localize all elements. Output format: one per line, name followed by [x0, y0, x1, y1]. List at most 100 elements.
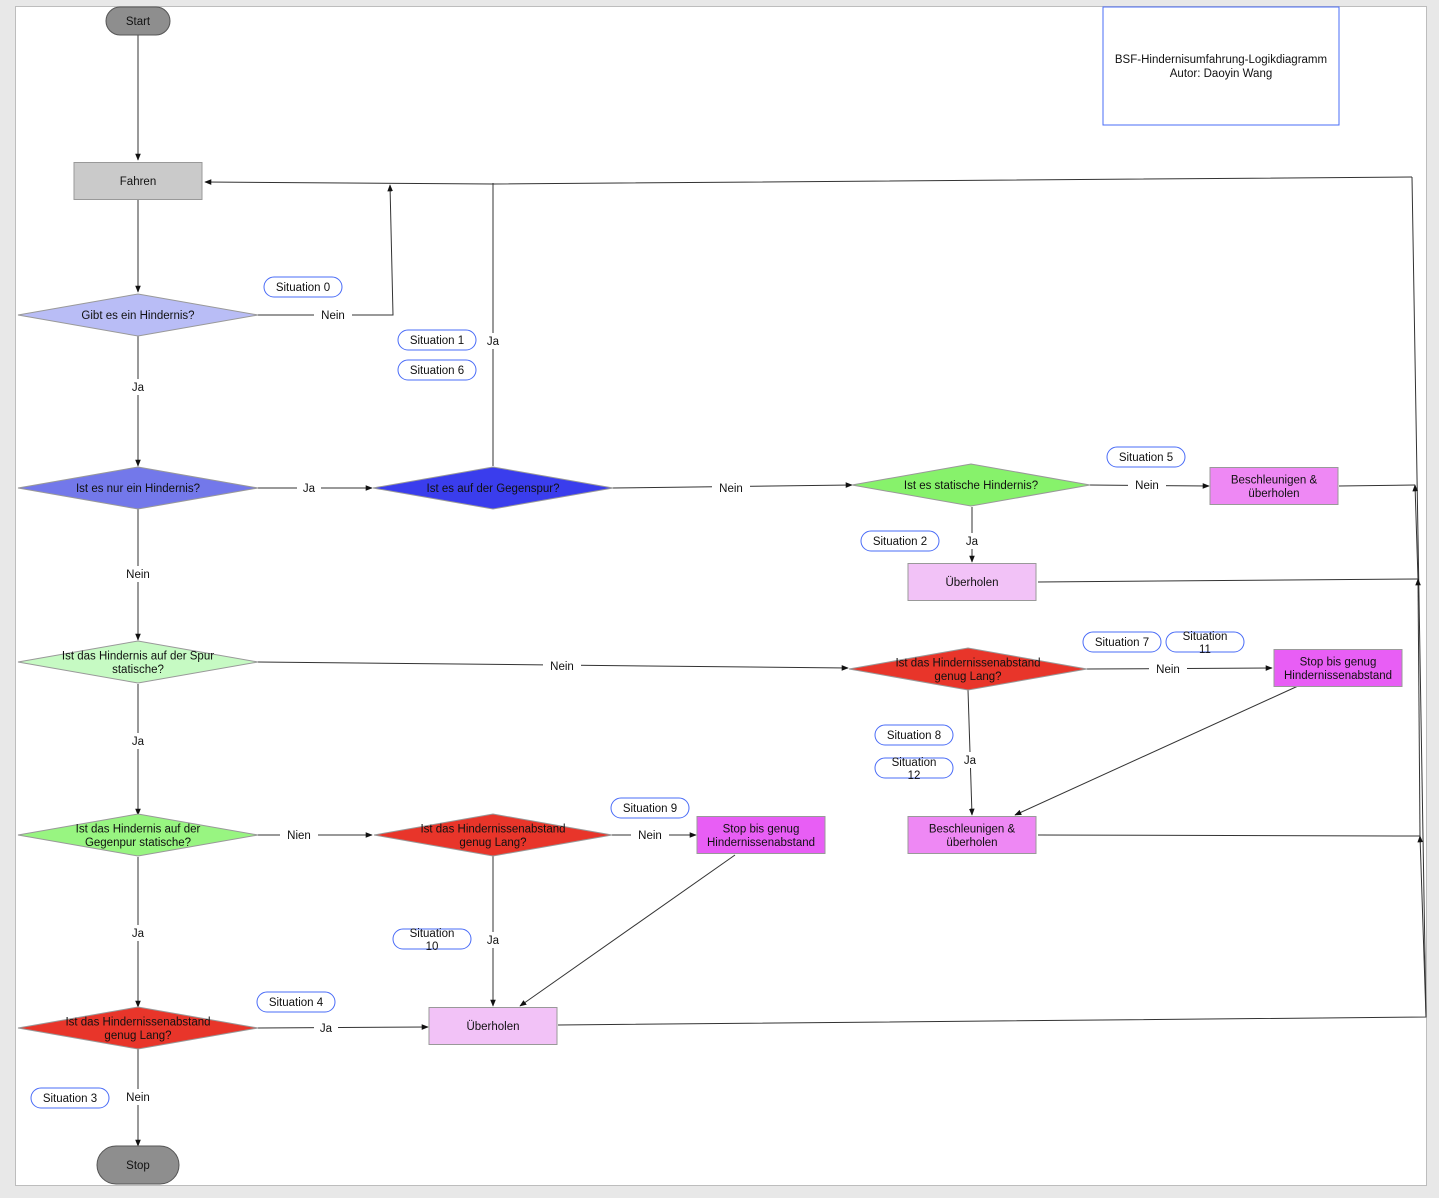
decision-gegenspur-statisch-label-line: Ist das Hindernis auf der: [76, 823, 201, 835]
start-node-shape: [105, 6, 171, 36]
decision-gegenspur-statisch-label-line: Gegenpur statische?: [85, 837, 191, 849]
situation-badge-4-line: Situation 4: [269, 997, 324, 1009]
stop-node[interactable]: Stop: [96, 1145, 180, 1185]
edge-return-arrow-1: [1412, 484, 1419, 580]
decision-gibt-es-hindernis-label-line: Gibt es ein Hindernis?: [81, 310, 194, 322]
edge-label-text: Ja: [132, 382, 145, 394]
situation-badge-3-line: Situation 3: [43, 1093, 97, 1105]
situation-badge-5: Situation 5: [1106, 446, 1186, 468]
edge-label-text: Nein: [126, 1092, 150, 1104]
edge-beschl2-out: [1037, 834, 1421, 837]
process-fahren[interactable]: Fahren: [73, 162, 203, 200]
decision-gibt-es-hindernis[interactable]: Gibt es ein Hindernis?: [17, 293, 259, 337]
title-line: BSF-Hindernisumfahrung-Logikdiagramm: [1115, 54, 1327, 66]
decision-statische-hindernis[interactable]: Ist es statische Hindernis?: [851, 463, 1091, 507]
situation-badge-10-line: 10: [426, 941, 439, 953]
edge-label-bg: [297, 480, 321, 496]
situation-badge-1-shape: [397, 329, 477, 351]
edge-label-text: Ja: [303, 483, 316, 495]
decision-spur-statisch-label: Ist das Hindernis auf der Spur statische?: [62, 650, 214, 676]
decision-abstand-2-label: Ist das Hindernissenabstand genug Lang?: [420, 823, 565, 849]
edge-label-bg: [958, 752, 982, 768]
edge-label-bg: [126, 733, 150, 749]
situation-badge-6-line: Situation 6: [410, 365, 464, 377]
decision-abstand-3-shape: [17, 1006, 259, 1050]
decision-abstand-2-label-line: genug Lang?: [459, 837, 526, 849]
situation-badge-11-shape: [1165, 631, 1245, 653]
decision-spur-statisch-label-line: statische?: [112, 664, 164, 676]
edge-label-gegenspur-ja: Ja: [481, 333, 505, 349]
edge-label-bg: [126, 379, 150, 395]
start-node[interactable]: Start: [105, 6, 171, 36]
edge-label-text: Nein: [638, 830, 662, 842]
situation-badge-0-shape: [263, 276, 343, 298]
edge-label-abstand3-nein: Nein: [119, 1089, 157, 1105]
edge-label-statisch-nein: Nein: [1128, 477, 1166, 493]
edge-label-spur-ja: Ja: [126, 733, 150, 749]
process-ueberholen-2-label: Überholen: [466, 1021, 519, 1033]
edge-stop2-ueberholen2: [519, 854, 736, 1007]
situation-badge-0: Situation 0: [263, 276, 343, 298]
edge-label-spur-nein: Nein: [543, 658, 581, 674]
author-line: Autor: Daoyin Wang: [1170, 68, 1272, 80]
edge-label-abstand1-nein: Nein: [1149, 661, 1187, 677]
decision-nur-ein-hindernis[interactable]: Ist es nur ein Hindernis?: [17, 466, 259, 510]
situation-badge-10-line: Situation: [410, 928, 455, 940]
decision-gegenspur-statisch-shape: [17, 813, 259, 857]
situation-badge-5-label: Situation 5: [1119, 452, 1173, 464]
decision-auf-gegenspur-label: Ist es auf der Gegenspur?: [427, 483, 560, 495]
process-ueberholen-2-shape: [428, 1007, 558, 1045]
process-ueberholen-2-label-line: Überholen: [466, 1021, 519, 1033]
situation-badge-2-label: Situation 2: [873, 536, 927, 548]
process-ueberholen-2[interactable]: Überholen: [428, 1007, 558, 1045]
process-beschleunigen-1[interactable]: Beschleunigen &überholen: [1209, 467, 1339, 505]
decision-spur-statisch[interactable]: Ist das Hindernis auf der Spur statische?: [17, 640, 259, 684]
edge-return-top: [204, 176, 1413, 185]
situation-badge-12-line: 12: [908, 770, 921, 782]
situation-badge-8-shape: [874, 724, 954, 746]
edge-abstand3-ja: [257, 1024, 429, 1030]
situation-badge-10-shape: [392, 928, 472, 950]
decision-gibt-es-hindernis-label: Gibt es ein Hindernis?: [81, 310, 194, 322]
edge-label-text: Nein: [1135, 480, 1159, 492]
edge-label-bg: [119, 566, 157, 582]
edge-label-abstand3-ja: Ja: [314, 1020, 338, 1036]
edge-label-bg: [481, 333, 505, 349]
decision-abstand-1-shape: [848, 647, 1088, 691]
situation-badge-0-label: Situation 0: [276, 282, 330, 294]
decision-abstand-2[interactable]: Ist das Hindernissenabstand genug Lang?: [373, 813, 613, 857]
edge-stop1-beschl2: [1014, 685, 1299, 816]
edge-label-gibt-ja: Ja: [126, 379, 150, 395]
situation-badge-11-line: Situation: [1183, 631, 1228, 643]
edge-label-bg: [314, 1020, 338, 1036]
process-ueberholen-1[interactable]: Überholen: [907, 563, 1037, 601]
edge-label-text: Nein: [126, 569, 150, 581]
situation-badge-3-label: Situation 3: [43, 1093, 97, 1105]
process-ueberholen-1-label-line: Überholen: [945, 577, 998, 589]
decision-auf-gegenspur[interactable]: Ist es auf der Gegenspur?: [372, 466, 614, 510]
situation-badge-3-shape: [30, 1087, 110, 1109]
edge-ueberholen1-out: [1037, 578, 1419, 583]
decision-spur-statisch-label-line: Ist das Hindernis auf der Spur: [62, 650, 214, 662]
situation-badge-6-label: Situation 6: [410, 365, 464, 377]
decision-abstand-2-label-line: Ist das Hindernissenabstand: [420, 823, 565, 835]
decision-abstand-1-label-line: Ist das Hindernissenabstand: [895, 657, 1040, 669]
edge-label-abstand2-ja: Ja: [481, 932, 505, 948]
edge-label-bg: [126, 925, 150, 941]
process-stop-2-label-line: Hindernissenabstand: [707, 837, 815, 849]
situation-badge-4-label: Situation 4: [269, 997, 324, 1009]
decision-abstand-3-label-line: Ist das Hindernissenabstand: [65, 1016, 210, 1028]
edge-label-gegenspur-nein: Nein: [712, 480, 750, 496]
process-beschleunigen-2[interactable]: Beschleunigen &überholen: [907, 816, 1037, 854]
decision-gibt-es-hindernis-shape: [17, 293, 259, 337]
